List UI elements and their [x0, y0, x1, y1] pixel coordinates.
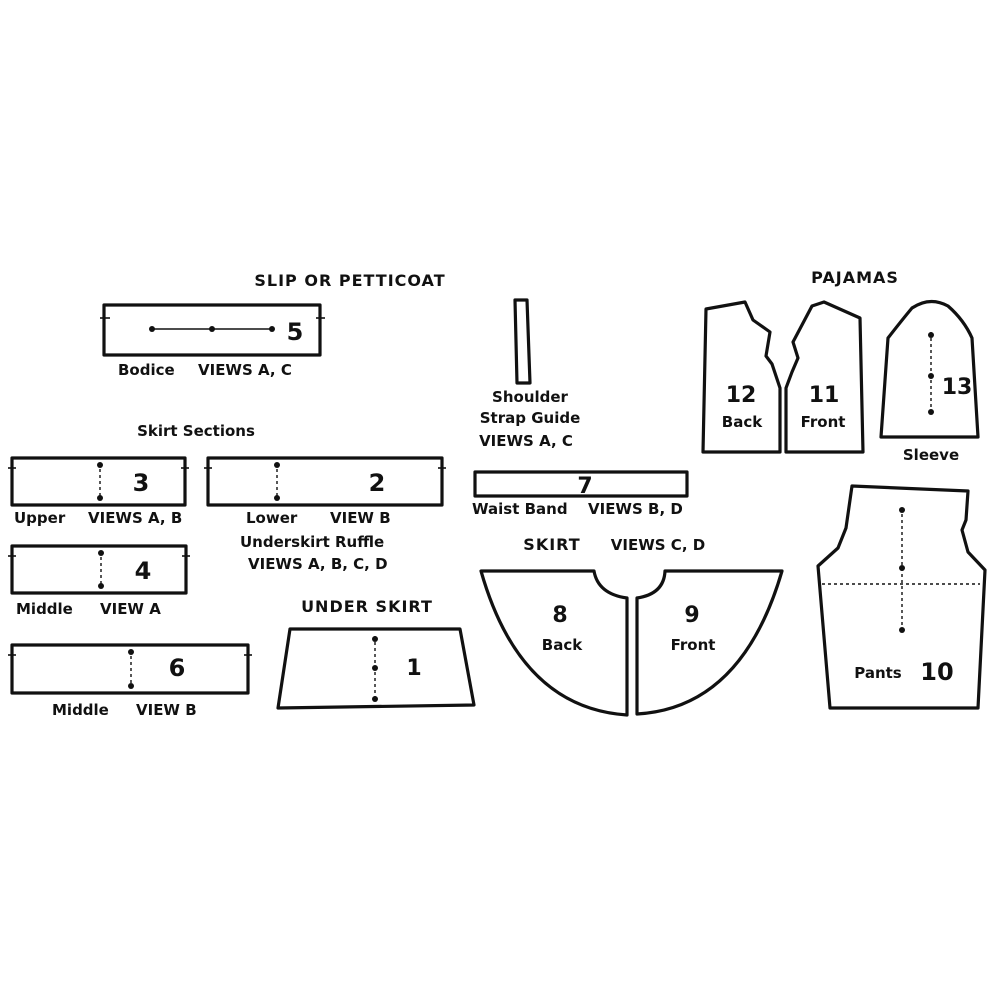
- piece-7-views: VIEWS B, D: [588, 500, 683, 518]
- piece-8-number: 8: [552, 603, 567, 628]
- piece-8-skirt-back: 8 Back: [479, 569, 629, 717]
- piece-6-views: VIEW B: [136, 701, 197, 719]
- piece-13-sleeve: 13: [879, 299, 980, 439]
- piece-13-name: Sleeve: [903, 446, 959, 464]
- strap-guide-label-1: Shoulder: [492, 388, 569, 406]
- header-slip-or-petticoat: SLIP OR PETTICOAT: [254, 271, 445, 290]
- piece-1-number: 1: [406, 656, 421, 681]
- piece-7-name: Waist Band: [472, 500, 568, 518]
- piece-1-under-skirt: 1: [276, 627, 476, 710]
- piece-3-views: VIEWS A, B: [88, 509, 182, 527]
- header-skirt: SKIRT: [523, 535, 580, 554]
- piece-3-name: Upper: [14, 509, 66, 527]
- piece-5-views: VIEWS A, C: [198, 361, 292, 379]
- piece-12-number: 12: [726, 383, 757, 408]
- piece-11-name: Front: [801, 413, 846, 431]
- piece-5-number: 5: [287, 318, 304, 346]
- piece-11-pajama-front: 11 Front: [784, 300, 865, 454]
- piece-10-pants: Pants 10: [816, 484, 987, 710]
- header-pajamas: PAJAMAS: [811, 268, 899, 287]
- piece-2-views: VIEW B: [330, 509, 391, 527]
- piece-4-number: 4: [135, 557, 152, 585]
- piece-4-views: VIEW A: [100, 600, 161, 618]
- header-under-skirt: UNDER SKIRT: [301, 597, 433, 616]
- header-skirt-views: VIEWS C, D: [611, 536, 705, 554]
- piece-5-name: Bodice: [118, 361, 175, 379]
- piece-9-skirt-front: 9 Front: [635, 569, 784, 716]
- piece-4-middle: 4: [8, 544, 190, 595]
- header-skirt-sections: Skirt Sections: [137, 422, 255, 440]
- piece-4-name: Middle: [16, 600, 73, 618]
- piece-shoulder-strap-guide: [513, 298, 532, 385]
- piece-7-number: 7: [577, 474, 592, 499]
- piece-8-name: Back: [542, 636, 583, 654]
- piece-7-waist-band: 7: [473, 470, 689, 499]
- piece-2-name: Lower: [246, 509, 298, 527]
- piece-2-ruffle-label: Underskirt Ruffle: [240, 533, 384, 551]
- piece-10-name: Pants: [854, 664, 902, 682]
- strap-guide-views: VIEWS A, C: [479, 432, 573, 450]
- piece-5-bodice: 5: [100, 303, 325, 357]
- piece-3-upper: 3: [8, 456, 189, 507]
- piece-11-number: 11: [809, 383, 840, 408]
- piece-9-name: Front: [671, 636, 716, 654]
- piece-10-number: 10: [920, 658, 953, 686]
- piece-12-name: Back: [722, 413, 763, 431]
- piece-9-number: 9: [684, 603, 699, 628]
- piece-2-ruffle-views: VIEWS A, B, C, D: [248, 555, 388, 573]
- strap-guide-label-2: Strap Guide: [480, 409, 581, 427]
- piece-6-middle: 6: [8, 643, 252, 695]
- piece-2-lower: 2: [204, 456, 446, 507]
- piece-6-number: 6: [169, 654, 186, 682]
- piece-2-number: 2: [369, 469, 386, 497]
- piece-12-pajama-back: 12 Back: [701, 300, 782, 454]
- piece-13-number: 13: [942, 375, 973, 400]
- piece-6-name: Middle: [52, 701, 109, 719]
- piece-3-number: 3: [133, 469, 150, 497]
